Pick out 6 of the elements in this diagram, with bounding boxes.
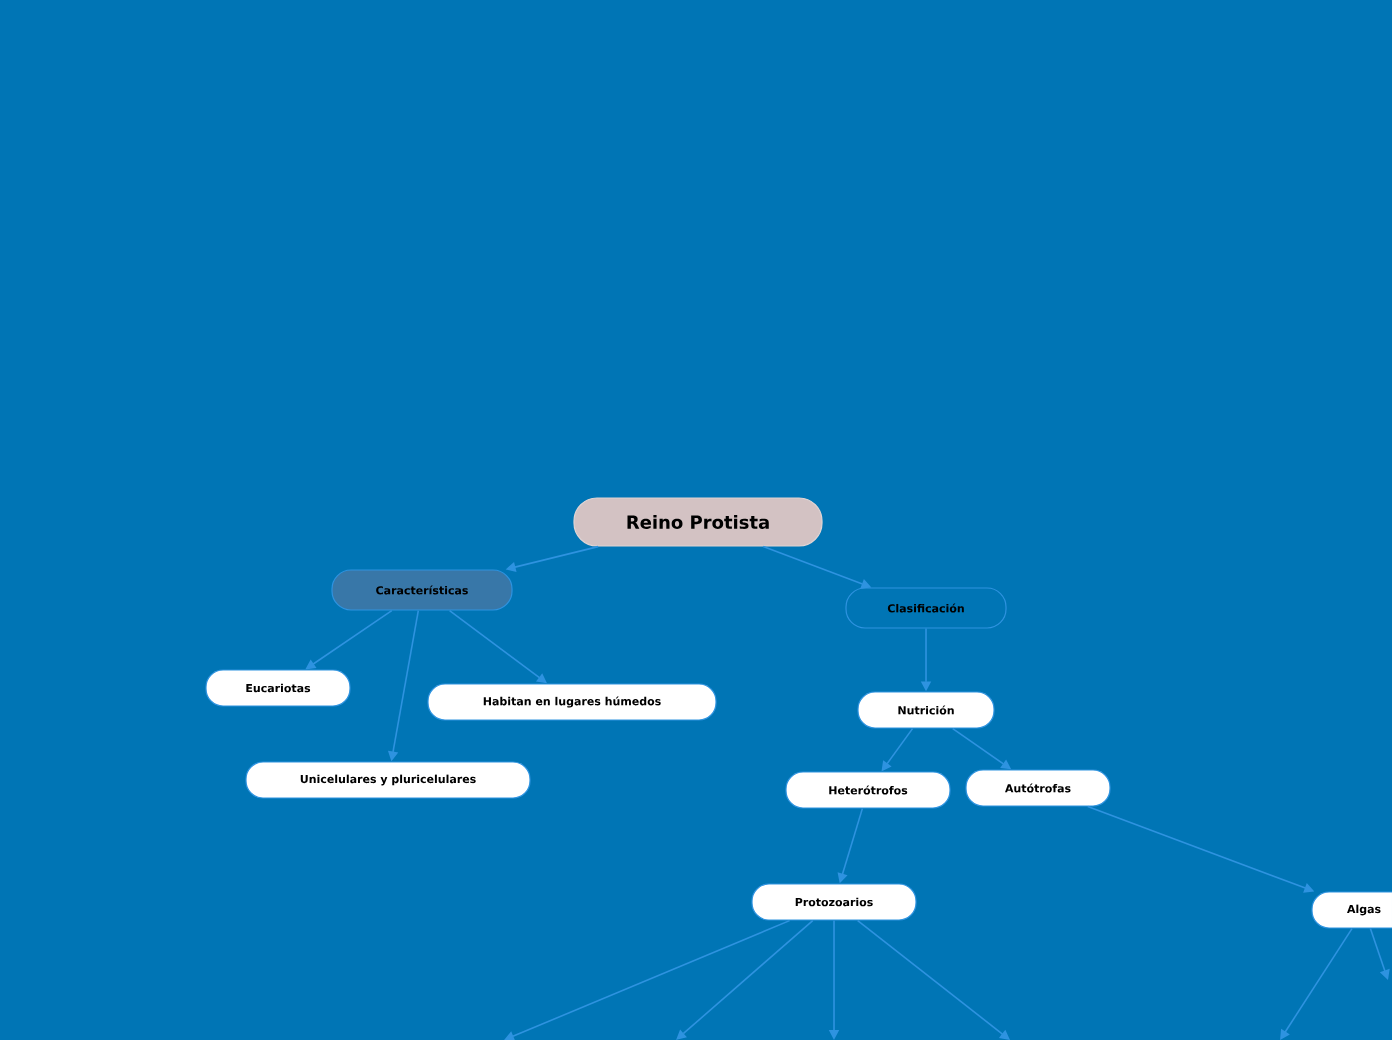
topic-box: Reino Protista [573, 497, 823, 547]
arrow [856, 919, 1010, 1040]
arrow [504, 919, 791, 1040]
arrow [676, 919, 814, 1040]
arrow [1280, 927, 1353, 1040]
arrow [1369, 927, 1390, 980]
